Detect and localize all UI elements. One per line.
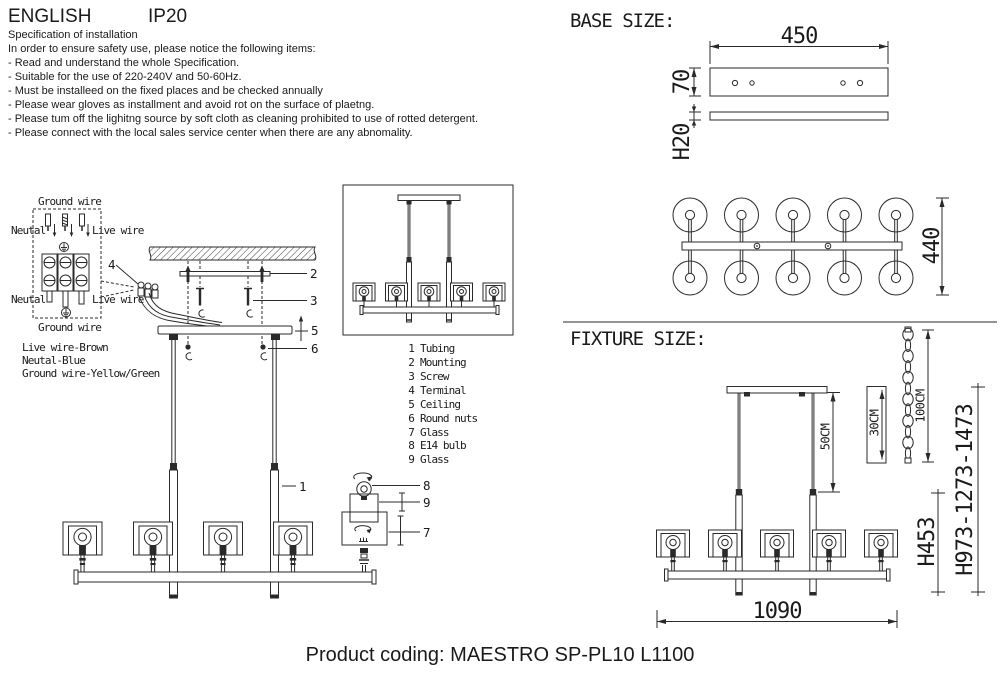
header-block: ENGLISH IP20 (8, 6, 187, 27)
chain-100cm-option: 100CM (902, 326, 934, 464)
callout-6: 6 (311, 341, 319, 356)
part-num: 8 (408, 439, 414, 452)
part-num: 6 (408, 412, 414, 425)
fixture-front-drawing: 1 (62, 340, 377, 599)
dim-overall-height: H973-1273-1473 (953, 383, 985, 596)
dim-30cm-label: 30CM (868, 409, 882, 436)
dim-50cm-label: 50CM (819, 423, 833, 450)
ground-wire-bottom-label: Ground wire (38, 321, 101, 334)
assembled-fixture-inset (342, 184, 514, 336)
part-num: 3 (408, 370, 414, 383)
wire-color-legend: Live wire-Brown Neutal-Blue Ground wire-… (22, 341, 161, 380)
rod-30cm-option: 30CM (866, 386, 887, 464)
dim-1090-label: 1090 (753, 599, 802, 624)
installation-diagram: 2 3 4 5 6 (100, 246, 319, 361)
fixture-size-section: FIXTURE SIZE: (570, 326, 985, 628)
spec-item: - Suitable for the use of 220-240V and 5… (8, 71, 242, 83)
fixture-front-view (656, 386, 898, 596)
part-num: 5 (408, 398, 414, 411)
spec-item: - Read and understand the whole Specific… (8, 57, 239, 69)
callout-9: 9 (423, 495, 431, 510)
callout-3: 3 (310, 293, 318, 308)
spec-item: - Must be installeed on the fixed places… (8, 85, 323, 97)
callout-7: 7 (423, 525, 431, 540)
spec-item: - Please tum off the lighitng source by … (8, 113, 478, 125)
part-name: Ceiling (420, 398, 460, 411)
dim-50cm: 50CM (818, 392, 840, 493)
spec-item: - Please connect with the local sales se… (8, 127, 413, 139)
legend-neutral: Neutal-Blue (22, 354, 85, 367)
part-num: 1 (408, 342, 414, 355)
spec-item: - Please wear gloves as installment and … (8, 99, 374, 111)
dim-70-label: 70 (670, 70, 695, 95)
part-num: 4 (408, 384, 415, 397)
dim-100cm-label: 100CM (914, 389, 928, 422)
callout-5: 5 (311, 323, 319, 338)
dim-1090: 1090 (656, 599, 898, 628)
spec-text-block: Specification of installation In order t… (8, 29, 478, 139)
ceiling-hatch (148, 246, 317, 261)
dim-h453: H453 (915, 489, 945, 596)
ip-rating: IP20 (148, 6, 187, 27)
legend-ground: Ground wire-Yellow/Green (22, 367, 160, 380)
exploded-lamp-detail: 8 9 7 (341, 472, 431, 572)
dim-450-label: 450 (781, 24, 818, 49)
part-name: Glass (420, 453, 449, 466)
part-num: 7 (408, 426, 414, 439)
dim-440-label: 440 (920, 228, 945, 265)
part-name: Terminal (420, 384, 466, 397)
dim-overall-label: H973-1273-1473 (953, 404, 978, 575)
parts-list: 1 Tubing 2 Mounting 3 Screw 4 Terminal 5… (408, 342, 478, 466)
dim-h453-label: H453 (915, 518, 940, 567)
callout-2: 2 (310, 266, 318, 281)
base-plate-front-view: 450 70 H20 (670, 24, 889, 161)
part-name: Round nuts (420, 412, 478, 425)
part-num: 2 (408, 356, 414, 369)
callout-1: 1 (299, 479, 307, 494)
fixture-size-title: FIXTURE SIZE: (570, 328, 706, 350)
wiring-diagram: Ground wire Neutal Live wire (11, 195, 161, 380)
base-size-section: BASE SIZE: 450 70 H20 (570, 10, 949, 296)
neutral-bottom-label: Neutal (11, 293, 46, 306)
part-name: Glass (420, 426, 449, 439)
language-title: ENGLISH (8, 6, 91, 27)
dim-h20-label: H20 (670, 124, 695, 161)
live-bottom-label: Live wire (92, 293, 144, 306)
spec-title: Specification of installation (8, 29, 138, 41)
legend-live: Live wire-Brown (22, 341, 108, 354)
spec-intro: In order to ensure safety use, please no… (8, 43, 316, 55)
fixture-top-view: 440 (672, 197, 949, 296)
callout-8: 8 (423, 478, 431, 493)
part-name: Screw (420, 370, 450, 383)
live-top-label: Live wire (92, 224, 144, 237)
part-num: 9 (408, 453, 414, 466)
base-size-title: BASE SIZE: (570, 10, 674, 32)
callout-4: 4 (108, 257, 116, 272)
ground-wire-top-label: Ground wire (38, 195, 101, 208)
part-name: Mounting (420, 356, 466, 369)
part-name: E14 bulb (420, 439, 466, 452)
product-coding: Product coding: MAESTRO SP-PL10 L1100 (306, 644, 695, 666)
part-name: Tubing (420, 342, 455, 355)
neutral-top-label: Neutal (11, 224, 46, 237)
